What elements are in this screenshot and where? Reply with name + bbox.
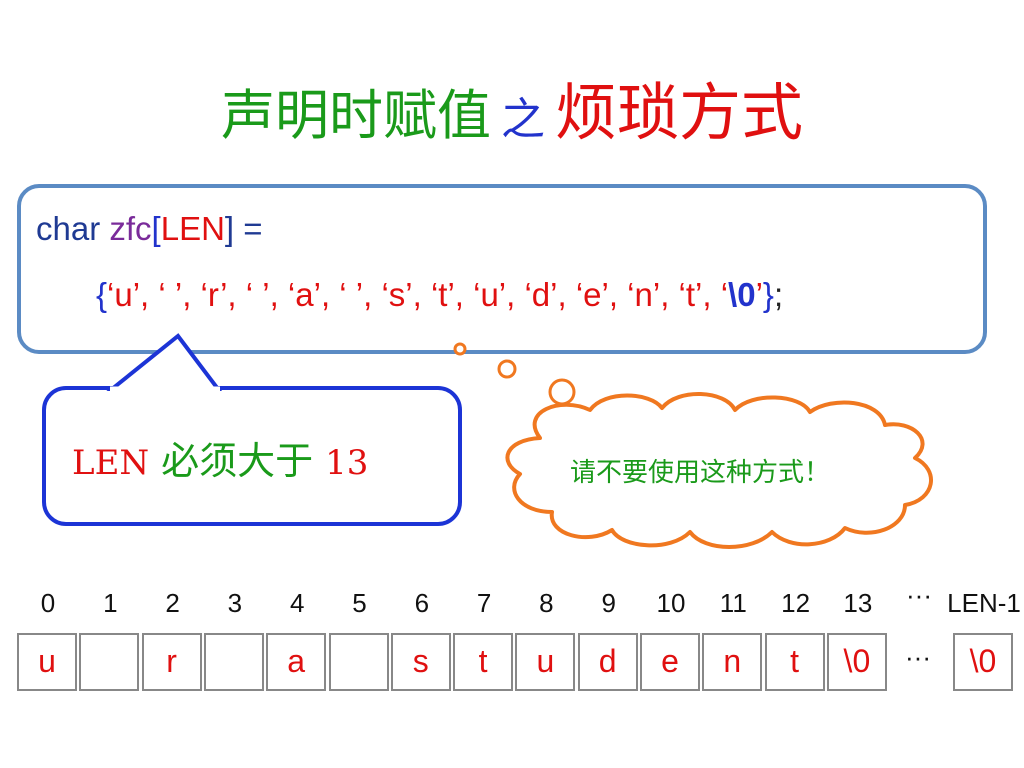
- array-index-last: LEN-1: [947, 588, 1021, 618]
- array-cell: n: [702, 633, 763, 691]
- cloud-warning-text: 请不要使用这种方式！: [570, 458, 831, 488]
- array-cell: s: [390, 633, 451, 691]
- array-index: 10: [656, 588, 686, 618]
- array-index: 2: [165, 588, 180, 618]
- thought-bubble-medium: [497, 359, 517, 379]
- array-cell: [328, 633, 389, 691]
- code-null-char: \0: [728, 276, 756, 313]
- array-index: 1: [103, 588, 118, 618]
- array-cell: r: [141, 633, 202, 691]
- array-cell: u: [515, 633, 576, 691]
- code-semicolon: ;: [773, 276, 784, 313]
- code-variable: zfc: [109, 210, 152, 247]
- title-part-declaration: 声明时赋值: [220, 84, 491, 147]
- array-cell: [79, 633, 140, 691]
- code-line-1: char zfc[LEN] =: [36, 210, 263, 248]
- array-cell: d: [577, 633, 638, 691]
- code-box: char zfc[LEN] = {‘u’, ‘ ’, ‘r’, ‘ ’, ‘a’…: [17, 184, 987, 354]
- array-index: 9: [601, 588, 616, 618]
- array-cell: \0: [826, 633, 887, 691]
- array-cell: e: [640, 633, 700, 691]
- callout-len: LEN: [72, 443, 150, 483]
- code-line-2: {‘u’, ‘ ’, ‘r’, ‘ ’, ‘a’, ‘ ’, ‘s’, ‘t’,…: [96, 276, 783, 314]
- slide-title: 声明时赋值之烦琐方式: [0, 62, 1024, 152]
- array-index: 3: [227, 588, 243, 618]
- code-keyword: char: [36, 210, 101, 247]
- title-part-of: 之: [500, 94, 545, 145]
- array-index: 5: [352, 588, 367, 618]
- array-cell-last: \0: [953, 633, 1013, 691]
- code-initializer-items: ‘u’, ‘ ’, ‘r’, ‘ ’, ‘a’, ‘ ’, ‘s’, ‘t’, …: [107, 276, 729, 313]
- cell-ellipsis: ···: [905, 642, 931, 672]
- callout-middle: 必须大于: [161, 439, 314, 483]
- array-cell: [203, 633, 264, 691]
- array-cell: a: [266, 633, 327, 691]
- array-cell: t: [453, 633, 514, 691]
- array-index: 12: [781, 588, 811, 618]
- array-index: 11: [719, 588, 747, 618]
- array-cell: u: [17, 633, 77, 691]
- code-open-bracket: [: [151, 210, 161, 247]
- code-brace-close: }: [762, 276, 774, 313]
- array-index: 6: [414, 588, 430, 618]
- array-index: 0: [40, 588, 56, 618]
- callout-num: 13: [325, 443, 369, 483]
- code-close-assign: ] =: [224, 210, 263, 247]
- code-brace-open: {: [96, 276, 108, 313]
- array-index: 4: [289, 588, 305, 618]
- len-callout: LEN 必须大于 13: [42, 386, 462, 526]
- array-index: 7: [476, 588, 492, 618]
- thought-bubble-large: [548, 378, 576, 406]
- code-len: LEN: [160, 210, 225, 247]
- index-ellipsis: ···: [906, 580, 932, 610]
- array-index: 13: [843, 588, 873, 618]
- title-part-tedious: 烦琐方式: [554, 76, 803, 149]
- array-index: 8: [539, 588, 554, 618]
- code-item-close: ’: [755, 276, 763, 313]
- callout-text: LEN 必须大于 13: [72, 430, 368, 485]
- array-cell: t: [764, 633, 825, 691]
